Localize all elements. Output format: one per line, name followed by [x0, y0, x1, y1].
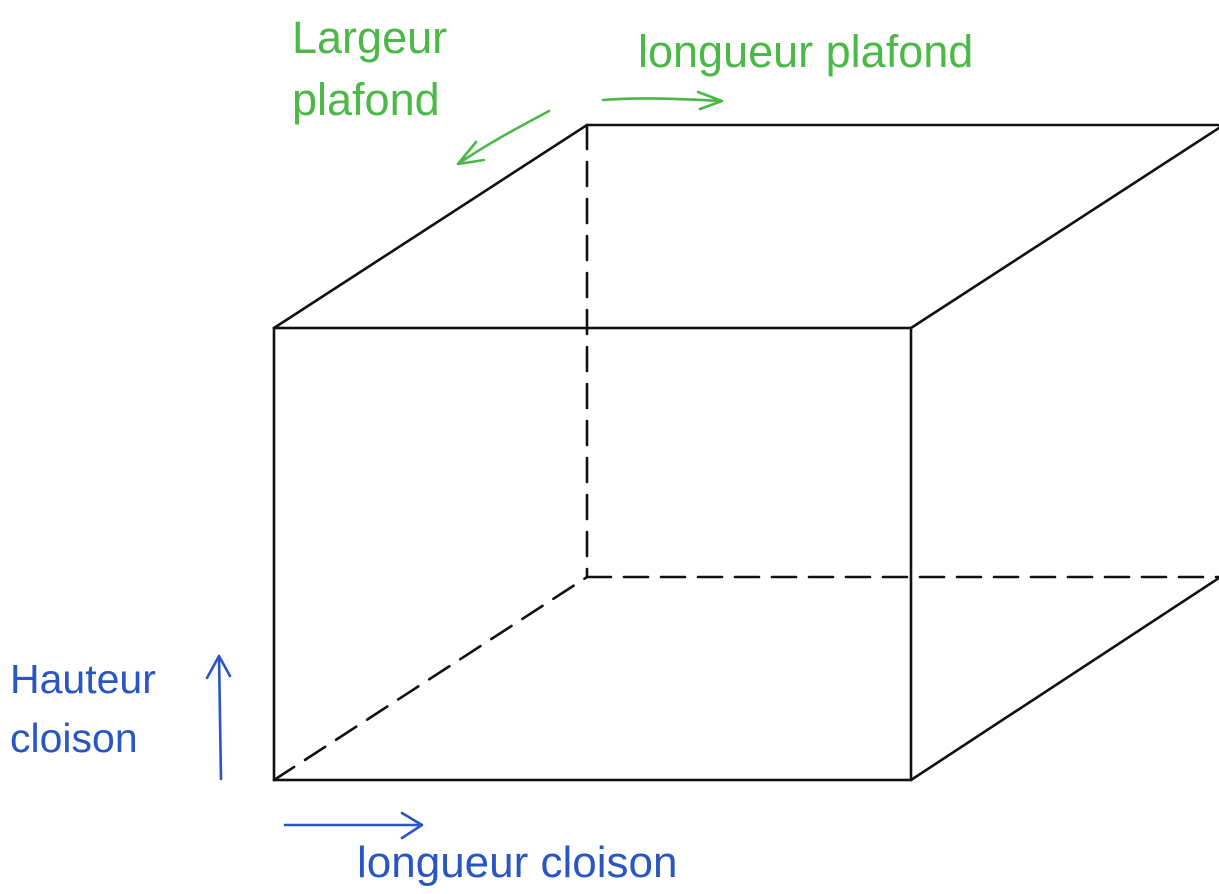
longueur-cloison-label: longueur cloison [357, 838, 678, 887]
ceiling-arrows [456, 90, 724, 166]
hauteur-cloison-label-line2: cloison [10, 715, 138, 761]
largeur-plafond-label-line2: plafond [292, 74, 440, 125]
top-right-edge [909, 126, 1219, 330]
longueur-plafond-label: longueur plafond [638, 26, 974, 77]
top-left-edge [272, 123, 589, 330]
bottom-right-edge [909, 576, 1219, 782]
largeur-plafond-label-line1: Largeur [292, 12, 448, 63]
wall-arrows [205, 654, 424, 840]
longueur-cloison-arrow-icon [283, 811, 424, 840]
front-face [272, 326, 913, 782]
hidden-edges [272, 123, 1219, 782]
visible-edges [272, 123, 1219, 782]
hauteur-cloison-arrow-icon [205, 654, 232, 781]
hauteur-cloison-label-line1: Hauteur [10, 656, 156, 702]
largeur-plafond-arrow-icon [456, 109, 551, 166]
longueur-plafond-arrow-icon [601, 90, 724, 111]
hidden-bottom-left-edge [272, 575, 589, 782]
